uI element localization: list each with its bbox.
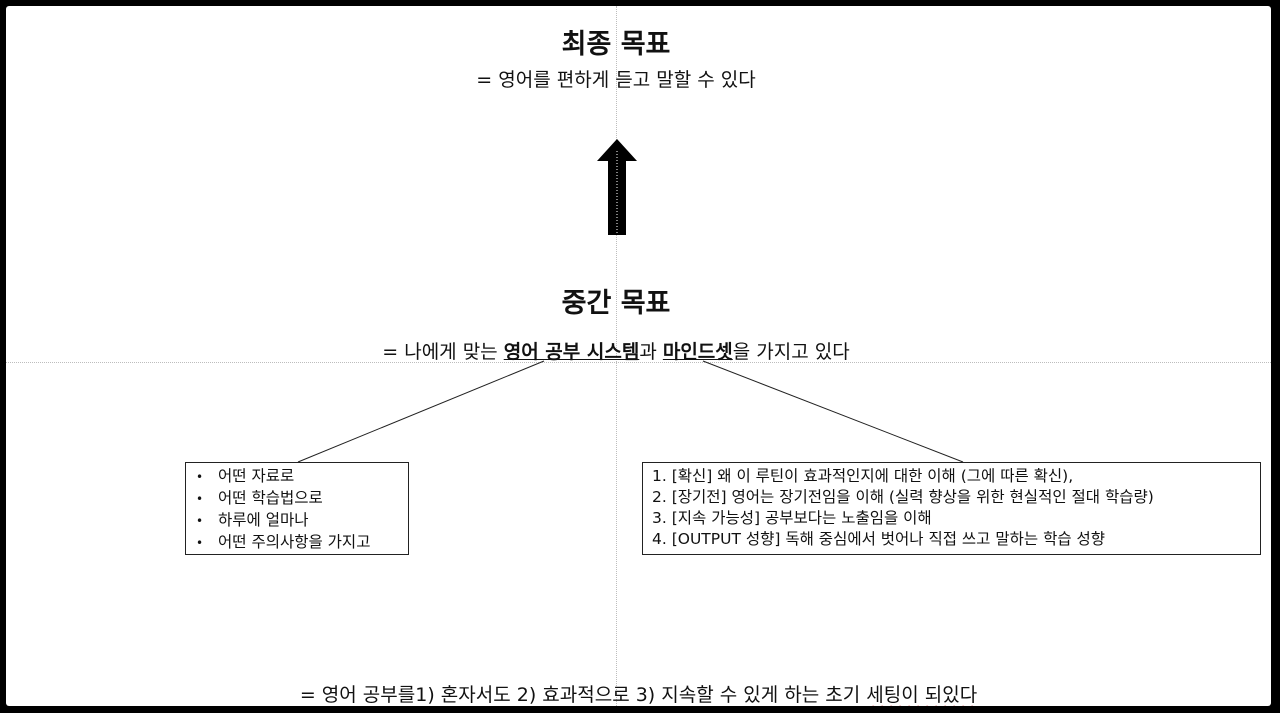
system-list: •어떤 자료로 •어떤 학습법으로 •하루에 얼마나 •어떤 주의사항을 가지고 (186, 463, 408, 554)
connector-lines (297, 360, 964, 463)
bottom-summary: = 영어 공부를1) 혼자서도 2) 효과적으로 3) 지속할 수 있게 하는 … (6, 680, 1271, 706)
bottom-summary-main: = 영어 공부를1) 혼자서도 2) 효과적으로 3) 지속할 수 있게 하는 … (299, 684, 867, 706)
final-goal-subtitle: = 영어를 편하게 듣고 말할 수 있다 (476, 69, 756, 91)
up-arrow-icon (597, 139, 637, 235)
system-keyword: 영어 공부 시스템 (503, 341, 640, 363)
mid-goal-subtitle: = 나에게 맞는 영어 공부 시스템과 마인드셋을 가지고 있다 (6, 337, 1226, 364)
mindset-detail-box: 1. [확신] 왜 이 루틴이 효과적인지에 대한 이해 (그에 따른 확신),… (642, 462, 1261, 555)
bottom-summary-flagged: 세팅이 되있다 (866, 684, 978, 706)
final-goal-title: 최종 목표 (561, 29, 671, 60)
system-detail-box: •어떤 자료로 •어떤 학습법으로 •하루에 얼마나 •어떤 주의사항을 가지고 (185, 462, 409, 555)
list-item: •하루에 얼마나 (196, 510, 408, 532)
mid-goal-suffix: 을 가지고 있다 (732, 341, 850, 363)
bullet-icon: • (196, 492, 204, 506)
mindset-list: 1. [확신] 왜 이 루틴이 효과적인지에 대한 이해 (그에 따른 확신),… (643, 463, 1260, 550)
bullet-icon: • (196, 470, 204, 484)
vertical-guide-line (616, 6, 617, 706)
list-item: 4. [OUTPUT 성향] 독해 중심에서 벗어나 직접 쓰고 말하는 학습 … (652, 530, 1106, 548)
horizontal-guide-line (6, 362, 1271, 363)
mindset-keyword: 마인드셋 (662, 341, 733, 363)
list-item: •어떤 주의사항을 가지고 (196, 532, 408, 554)
mindset-connector-line (702, 360, 964, 463)
slide: 최종 목표 = 영어를 편하게 듣고 말할 수 있다 중간 목표 = 나에게 맞… (6, 6, 1271, 706)
system-connector-line (297, 360, 545, 463)
list-item: •어떤 자료로 (196, 466, 408, 488)
bullet-icon: • (196, 536, 204, 550)
mid-goal-prefix: = 나에게 맞는 (382, 341, 504, 363)
list-item: 2. [장기전] 영어는 장기전임을 이해 (실력 향상을 위한 현실적인 절대… (652, 488, 1154, 506)
connector-text: 과 (639, 341, 663, 363)
list-item: 3. [지속 가능성] 공부보다는 노출임을 이해 (652, 509, 932, 527)
mid-goal-title: 중간 목표 (561, 288, 671, 319)
list-item: 1. [확신] 왜 이 루틴이 효과적인지에 대한 이해 (그에 따른 확신), (652, 467, 1074, 485)
bullet-icon: • (196, 514, 204, 528)
list-item: •어떤 학습법으로 (196, 488, 408, 510)
